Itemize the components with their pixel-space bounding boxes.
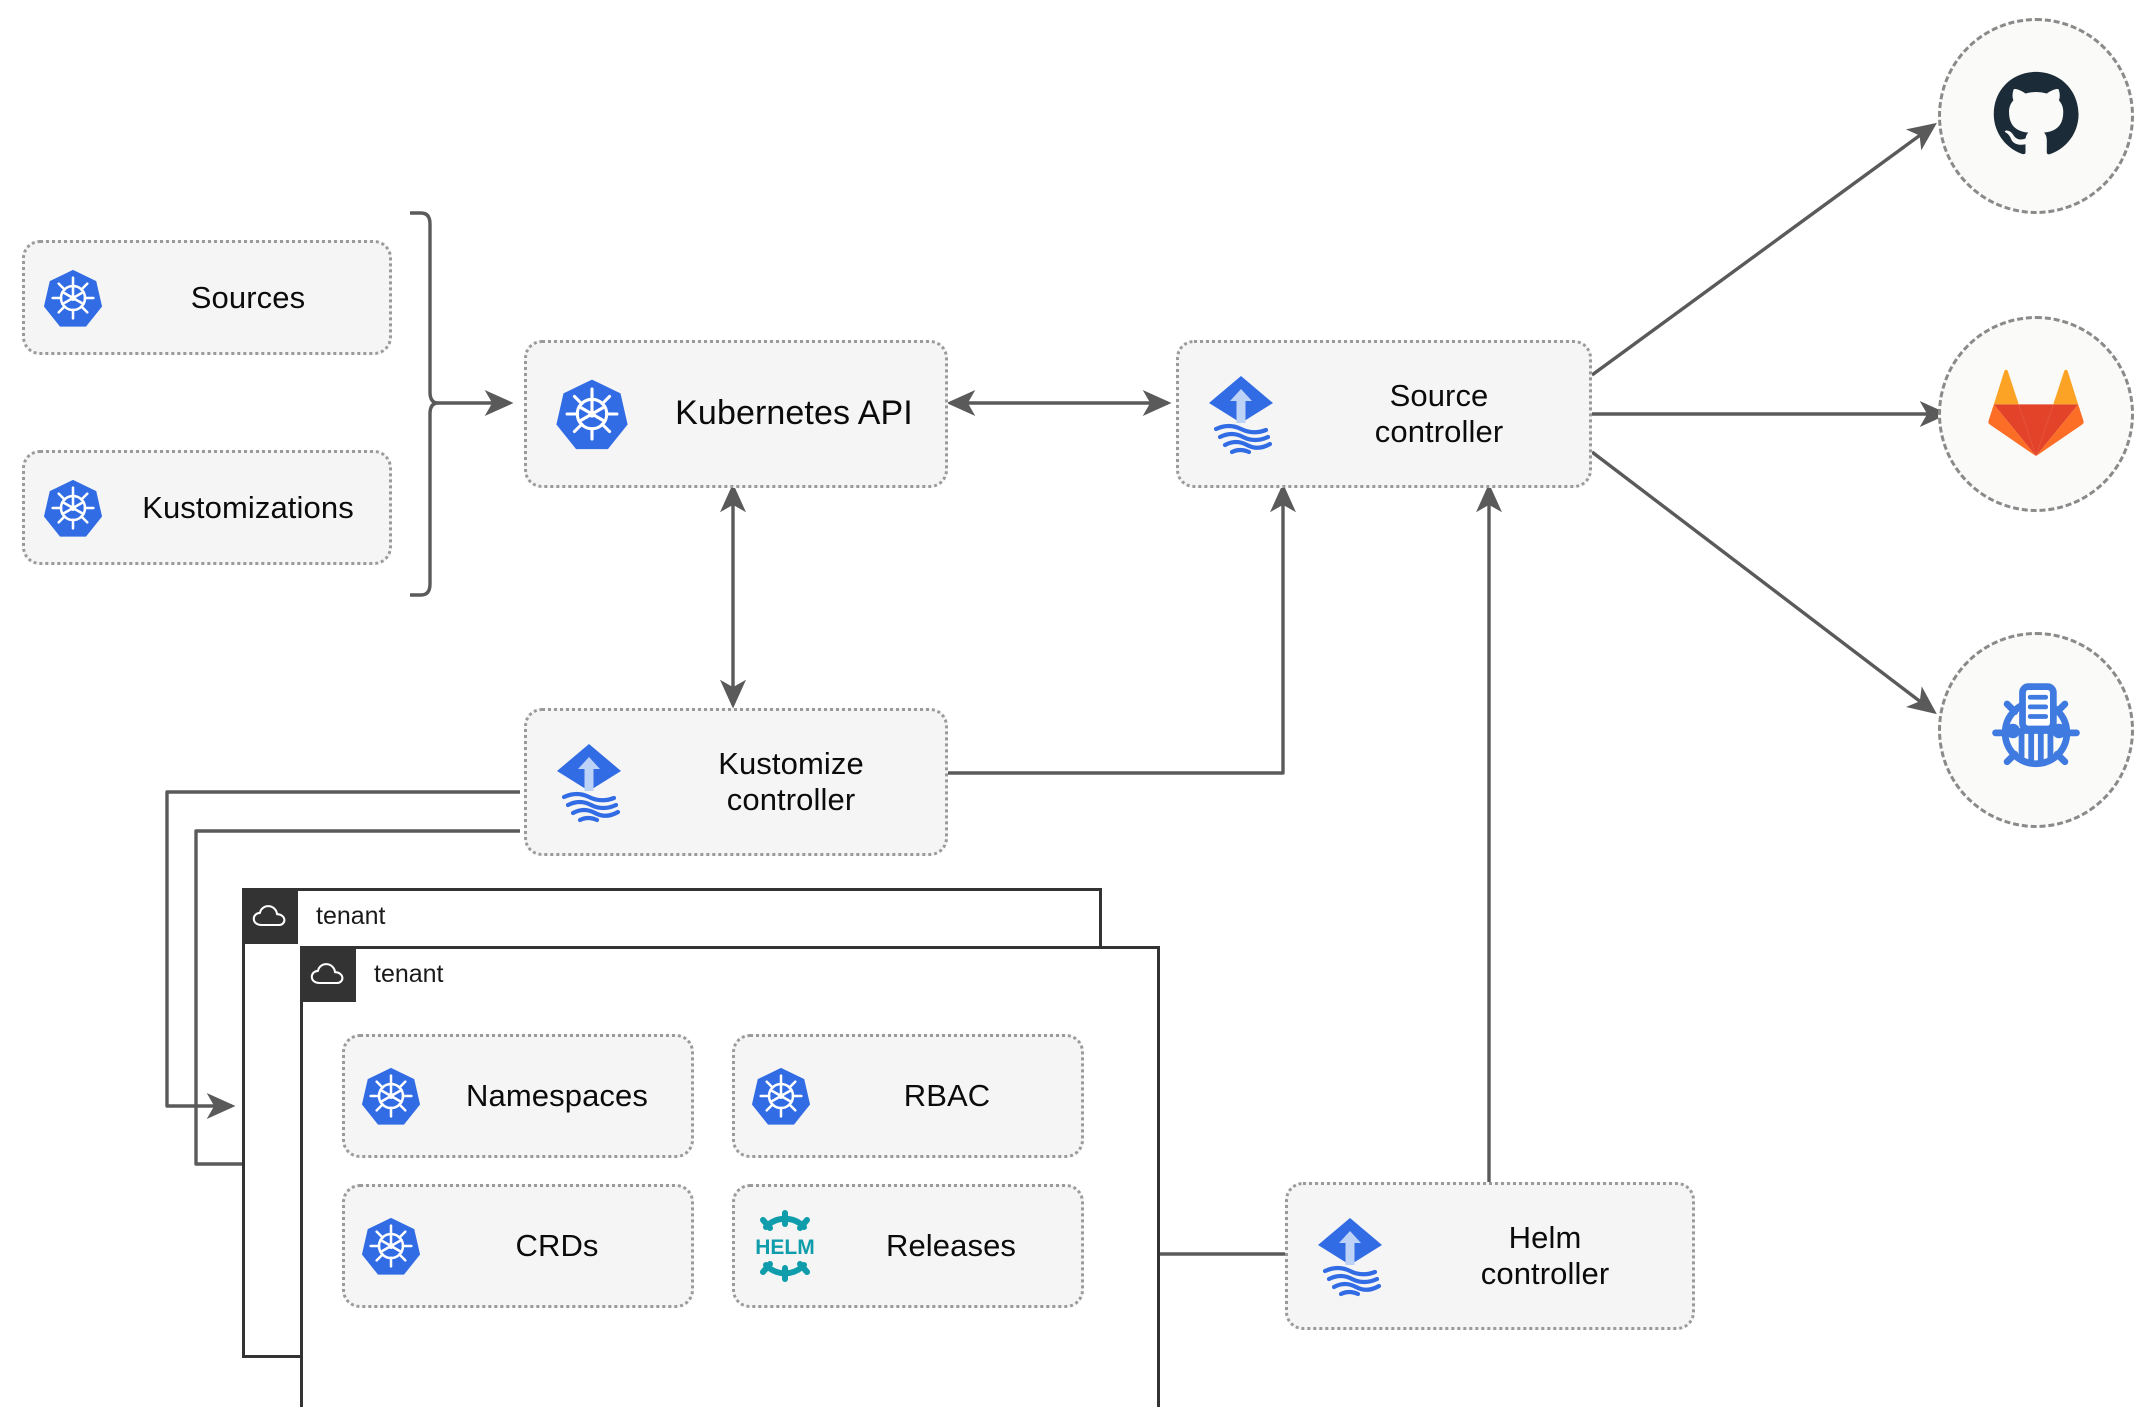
node-label: CRDs (515, 1228, 599, 1264)
helm-icon: HELM (735, 1207, 835, 1285)
node-label-line1: Source (1389, 378, 1489, 414)
node-label: Releases (885, 1228, 1017, 1264)
node-label-line2: controller (726, 782, 856, 817)
github-icon (1993, 71, 2079, 155)
node-label: Helm controller (1412, 1220, 1692, 1292)
node-label-line1: Helm (1508, 1220, 1582, 1256)
flux-icon (527, 741, 651, 823)
provider-gitlab[interactable] (1938, 316, 2134, 512)
kubernetes-icon (25, 477, 121, 539)
tenant-label: tenant (316, 901, 386, 930)
flux-icon (1288, 1215, 1412, 1297)
kubernetes-icon (345, 1065, 437, 1127)
node-label: Source controller (1303, 378, 1589, 450)
gitlab-icon (1988, 369, 2084, 457)
node-sources[interactable]: Sources (22, 240, 392, 355)
provider-github[interactable] (1938, 18, 2134, 214)
node-kustomizations[interactable]: Kustomizations (22, 450, 392, 565)
node-source-controller[interactable]: Source controller (1176, 340, 1592, 488)
node-label-line2: controller (1480, 1256, 1610, 1291)
node-releases[interactable]: HELM Releases (732, 1184, 1084, 1308)
cloud-icon (300, 946, 356, 1002)
tenant-header: tenant (242, 888, 386, 944)
cloud-icon (242, 888, 298, 944)
node-label: Kustomizations (142, 489, 354, 525)
node-kubernetes-api[interactable]: Kubernetes API (524, 340, 948, 488)
node-label: Kustomize controller (651, 746, 945, 818)
node-helm-controller[interactable]: Helm controller (1285, 1182, 1695, 1330)
node-label-line1: Kustomize (718, 746, 864, 782)
tenant-label: tenant (374, 959, 444, 988)
helm-repository-icon (1992, 683, 2080, 768)
node-kustomize-controller[interactable]: Kustomize controller (524, 708, 948, 856)
kubernetes-icon (735, 1065, 827, 1127)
svg-text:HELM: HELM (755, 1236, 815, 1259)
node-label: Namespaces (466, 1078, 648, 1114)
kubernetes-icon (527, 376, 657, 452)
node-label: Sources (190, 279, 306, 315)
flux-icon (1179, 373, 1303, 455)
tenant-card-inner[interactable]: tenant (300, 946, 1160, 1407)
tenant-header: tenant (300, 946, 444, 1002)
kubernetes-icon (345, 1215, 437, 1277)
node-rbac[interactable]: RBAC (732, 1034, 1084, 1158)
node-crds[interactable]: CRDs (342, 1184, 694, 1308)
node-label: Kubernetes API (675, 394, 913, 433)
kubernetes-icon (25, 267, 121, 329)
node-label: RBAC (903, 1078, 991, 1114)
node-label-line2: controller (1374, 414, 1504, 449)
node-namespaces[interactable]: Namespaces (342, 1034, 694, 1158)
provider-helm-repository[interactable] (1938, 632, 2134, 828)
